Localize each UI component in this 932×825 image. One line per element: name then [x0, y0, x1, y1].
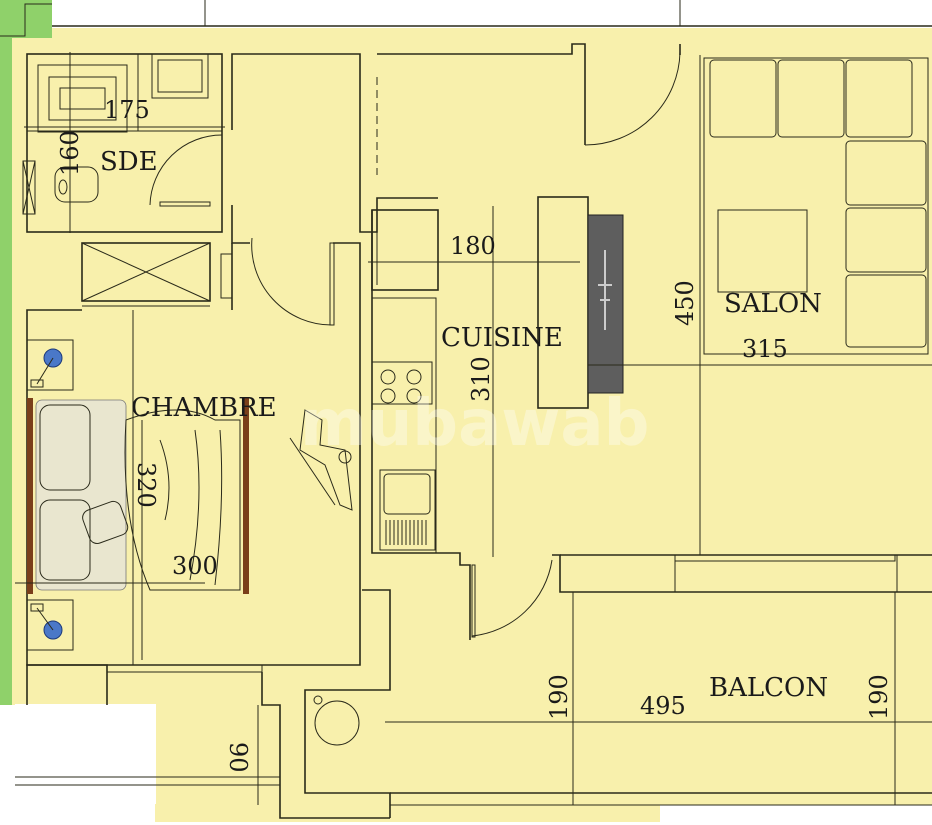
sde-window [22, 160, 36, 215]
hallway [231, 43, 681, 326]
nightstand-top [26, 339, 74, 391]
room-label-cuisine: CUISINE [441, 323, 563, 353]
garden-corner [0, 0, 52, 38]
bedroom-door-leaf [329, 242, 335, 326]
dim-chambre-depth: 320 [132, 462, 160, 508]
kitchen-sink [379, 469, 436, 551]
dim-sde-width: 175 [104, 96, 150, 124]
wardrobe [81, 242, 233, 307]
balcon-area [15, 589, 932, 819]
desk-chair [289, 409, 353, 511]
dimension-lines [15, 52, 701, 660]
room-label-sde: SDE [100, 147, 158, 177]
dim-cuisine-depth: 310 [467, 356, 495, 402]
counter [371, 297, 437, 554]
dim-balcon-depth-right: 190 [865, 674, 893, 720]
garden-strip [0, 38, 12, 705]
room-label-chambre: CHAMBRE [131, 393, 277, 423]
balcony-wall [552, 554, 932, 593]
dim-terrace-depth: 90 [224, 742, 252, 773]
balcony-door-swing [471, 559, 553, 637]
dim-salon-depth: 450 [671, 280, 699, 326]
bedroom-door-swing [251, 237, 333, 326]
balcony-basin [314, 700, 360, 746]
nightstand-bottom [26, 599, 74, 651]
cuisine-room [368, 206, 580, 640]
sofa [703, 57, 929, 355]
dim-cuisine-width: 180 [450, 232, 496, 260]
coffee-table [717, 209, 808, 293]
entry-door-swing [584, 51, 681, 146]
watermark-logo: mubawab [300, 387, 649, 461]
sde-room [22, 52, 223, 233]
room-label-balcon: BALCON [709, 673, 828, 703]
stove [371, 361, 433, 405]
white-outdoor-area [15, 704, 156, 804]
floor-area [10, 28, 932, 822]
room-label-salon: SALON [724, 289, 822, 319]
washbasin [151, 53, 209, 99]
sde-door-leaf [159, 201, 211, 207]
dim-chambre-width: 300 [172, 552, 218, 580]
dim-balcon-depth-left: 190 [545, 674, 573, 720]
garden-corner-outline [0, 3, 52, 37]
dim-sde-depth: 160 [56, 130, 84, 176]
sde-door-swing [149, 134, 223, 206]
bed [27, 398, 249, 594]
toilet [54, 166, 99, 203]
dim-salon-width: 315 [742, 335, 788, 363]
fridge [371, 209, 439, 291]
tv-unit [537, 196, 624, 409]
dim-balcon-width: 495 [640, 692, 686, 720]
